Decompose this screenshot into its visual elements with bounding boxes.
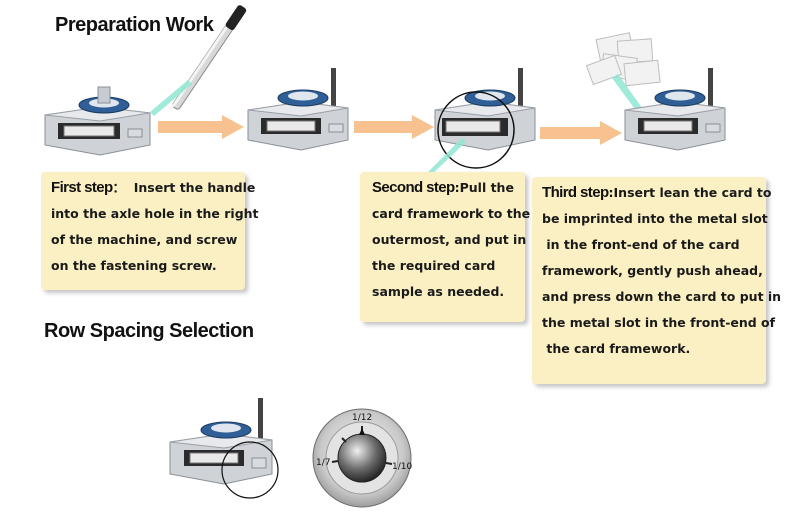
first-step-line-4: on the fastening screw. bbox=[51, 258, 217, 273]
third-step-line-3: in the front-end of the card bbox=[542, 237, 740, 252]
third-step-line-4: framework, gently push ahead, bbox=[542, 263, 763, 278]
first-step-line-1: Insert the handle bbox=[133, 180, 256, 195]
third-step-line-1: Insert lean the card to bbox=[613, 185, 772, 200]
first-step-line-3: of the machine, and screw bbox=[51, 232, 238, 247]
row-spacing-dial: 1/12 1/10 1/7 bbox=[312, 408, 412, 508]
embosser-machine-4 bbox=[624, 68, 726, 151]
embosser-machine-2 bbox=[247, 68, 349, 151]
arrow-right-3 bbox=[540, 121, 622, 145]
second-step-line-5: sample as needed. bbox=[372, 284, 505, 299]
second-step-line-1: Pull the bbox=[459, 180, 514, 195]
third-step-line-2: be imprinted into the metal slot bbox=[542, 211, 768, 226]
dial-label-1-10: 1/10 bbox=[392, 462, 413, 472]
third-step-line-5: and press down the card to put in bbox=[542, 289, 782, 304]
second-step-line-2: card framework to the bbox=[372, 206, 531, 221]
third-step-label: Third step bbox=[542, 184, 609, 201]
embosser-machine-1 bbox=[44, 86, 151, 156]
third-step-line-6: the metal slot in the front-end of bbox=[542, 315, 776, 330]
first-step-sep: ： bbox=[112, 180, 126, 195]
second-step-sep: : bbox=[454, 180, 460, 195]
second-step-note: Second step:Pull the card framework to t… bbox=[360, 172, 531, 322]
third-step-line-7: the card framework. bbox=[542, 341, 691, 356]
third-step-sep: : bbox=[608, 185, 614, 200]
second-step-line-4: the required card bbox=[372, 258, 496, 273]
first-step-label: First step bbox=[51, 179, 113, 196]
first-step-note: First step： Insert the handle into the a… bbox=[41, 172, 259, 290]
second-step-label: Second step bbox=[372, 179, 455, 196]
row-spacing-heading: Row Spacing Selection bbox=[44, 320, 254, 342]
preparation-heading: Preparation Work bbox=[55, 14, 214, 36]
dial-label-1-7: 1/7 bbox=[316, 458, 331, 468]
embosser-machine-3 bbox=[426, 68, 536, 176]
arrow-right-1 bbox=[158, 115, 244, 139]
embosser-machine-bottom bbox=[169, 398, 279, 499]
dial-label-1-12: 1/12 bbox=[352, 413, 373, 423]
arrow-right-2 bbox=[354, 115, 434, 139]
third-step-note: Third step:Insert lean the card to be im… bbox=[532, 177, 782, 384]
first-step-line-2: into the axle hole in the right bbox=[51, 206, 259, 221]
second-step-line-3: outermost, and put in bbox=[372, 232, 527, 247]
